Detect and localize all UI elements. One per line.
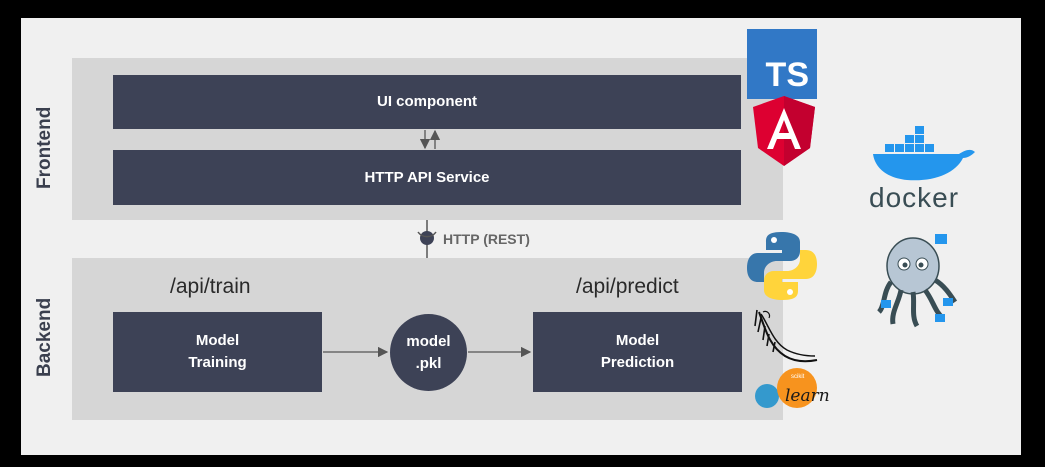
typescript-logo: TS: [747, 29, 817, 99]
sklearn-orange-circle: [777, 368, 817, 408]
flask-logo: [754, 309, 818, 363]
api-train-endpoint: /api/train: [170, 275, 251, 298]
model-prediction-box: Model Prediction: [533, 312, 742, 392]
model-pkl-node: model .pkl: [390, 314, 467, 391]
sklearn-blue-circle: [755, 384, 779, 408]
docker-compose-octopus-icon: [877, 234, 957, 328]
angular-logo: [753, 96, 815, 166]
model-prediction-line1: Model: [615, 332, 660, 349]
http-api-service-box: HTTP API Service: [113, 150, 741, 205]
model-training-line1: Model: [195, 332, 240, 349]
api-predict-endpoint: /api/predict: [576, 275, 679, 298]
http-connector-dot: [420, 231, 434, 245]
ui-component-box: UI component: [113, 75, 741, 129]
model-training-line2: Training: [188, 354, 247, 371]
model-pkl-line2: .pkl: [415, 354, 442, 372]
python-logo: [747, 232, 817, 300]
model-pkl-line1: model: [406, 332, 451, 350]
model-prediction-line2: Prediction: [600, 354, 675, 371]
sklearn-small-text: scikit: [791, 374, 805, 380]
scikit-learn-logo: scikit learn: [753, 368, 835, 414]
typescript-logo-text: TS: [765, 56, 809, 94]
model-training-box: Model Training: [113, 312, 322, 392]
connector-lines: [323, 129, 532, 358]
http-rest-label: HTTP (REST): [443, 231, 530, 247]
sklearn-text: learn: [785, 386, 830, 406]
diagram-canvas: Frontend UI component HTTP API Service H…: [21, 18, 1021, 455]
docker-wordmark: docker: [869, 182, 960, 213]
docker-whale-icon: [873, 126, 975, 181]
